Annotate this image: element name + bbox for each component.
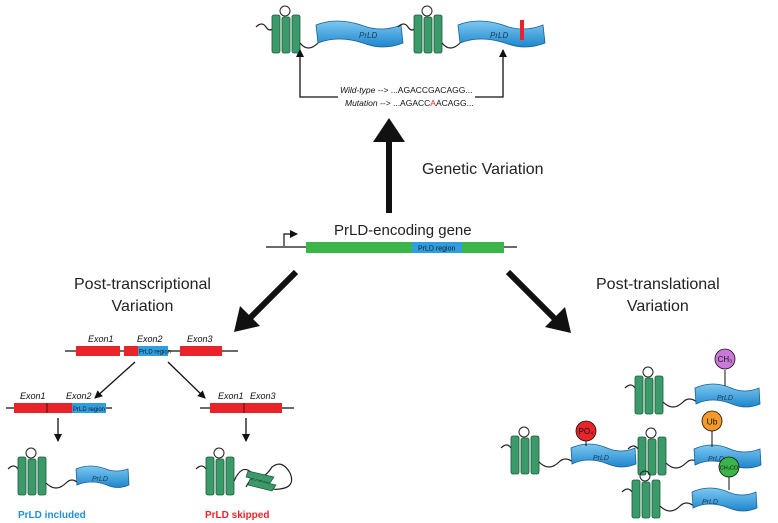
post-transcriptional-line1: Post-transcriptional xyxy=(74,276,211,293)
post-transcriptional-title: Post-transcriptional Variation xyxy=(74,274,211,318)
svg-text:PrLD: PrLD xyxy=(593,455,609,462)
acetyl-label: CH₃CO xyxy=(720,466,739,472)
arrow-to-mutant xyxy=(475,49,507,98)
caption-prld-skipped: PrLD skipped xyxy=(205,510,270,521)
gene-title: PrLD-encoding gene xyxy=(334,222,472,239)
svg-text:PrLD: PrLD xyxy=(717,395,733,402)
phospho-label: PO₄ xyxy=(579,427,594,436)
arrow-to-skipped xyxy=(167,361,206,399)
protein-acetylated: PrLD xyxy=(621,470,758,519)
skipped-exon1-label: Exon1 xyxy=(218,391,244,401)
mutation-seq: ...AGACCAACAGG... xyxy=(393,98,474,108)
prld-ribbon xyxy=(315,20,404,48)
exon2-prld-label: PrLD region xyxy=(139,350,171,356)
big-arrow-post-transcriptional xyxy=(234,269,299,332)
promoter-arrow xyxy=(283,230,298,246)
genetic-variation-title: Genetic Variation xyxy=(422,161,544,178)
methyl-label: CH₃ xyxy=(718,355,733,364)
included-exon1-label: Exon1 xyxy=(20,391,46,401)
post-translational-title: Post-translational Variation xyxy=(596,274,720,318)
exon3-block xyxy=(180,346,222,356)
exon1-label: Exon1 xyxy=(88,334,114,344)
prld-region-label: PrLD region xyxy=(418,246,455,253)
mutation-seq-prefix: ...AGACC xyxy=(392,98,431,108)
protein-prld-skipped xyxy=(195,447,293,496)
prld-region xyxy=(412,242,462,253)
wildtype-seq: ...AGACCGACAGG... xyxy=(390,85,473,95)
arrow-to-included xyxy=(94,361,136,399)
caption-prld-included: PrLD included xyxy=(18,510,86,521)
helix-bundle xyxy=(255,5,319,54)
mrna-skipped xyxy=(200,403,294,413)
post-translational-line2: Variation xyxy=(626,298,689,315)
sequence-mutation-row: Mutation --> ...AGACCAACAGG... xyxy=(345,98,474,108)
exon2-prld xyxy=(138,346,168,356)
mrna-included: PrLD region xyxy=(6,403,112,413)
gene-body xyxy=(306,242,504,253)
skipped-exon3-label: Exon3 xyxy=(250,391,276,401)
ubiquitin-badge xyxy=(701,410,723,432)
exon1-block xyxy=(76,346,120,356)
helix-bundle xyxy=(397,5,461,54)
sequence-wildtype-row: Wild-type --> ...AGACCGACAGG... xyxy=(340,85,472,95)
mutation-site xyxy=(520,20,524,40)
arrow-to-wildtype xyxy=(296,49,338,98)
post-translational-line1: Post-translational xyxy=(596,276,720,293)
svg-text:PrLD: PrLD xyxy=(702,499,718,506)
big-arrow-post-translational xyxy=(505,269,571,333)
gene-diagram: PrLD region xyxy=(266,230,517,253)
protein-prld-included: PrLD xyxy=(7,447,130,496)
protein-methylated: PrLD xyxy=(624,366,761,415)
prld-ribbon-label: PrLD xyxy=(490,31,508,40)
wildtype-label: Wild-type --> xyxy=(340,85,389,95)
protein-wildtype-top: PrLD xyxy=(255,5,404,54)
phospho-badge xyxy=(575,420,597,442)
svg-text:PrLD: PrLD xyxy=(92,476,108,483)
mutation-seq-suffix: ACAGG... xyxy=(435,98,474,108)
methyl-badge xyxy=(714,348,736,370)
prld-ribbon xyxy=(457,20,546,48)
acetyl-badge xyxy=(718,456,740,478)
prld-ribbon-label: PrLD xyxy=(359,31,377,40)
exon3-label: Exon3 xyxy=(187,334,213,344)
ubiquitin-label: Ub xyxy=(707,417,718,427)
protein-mutant-top: PrLD xyxy=(397,5,546,54)
included-exon2-label: Exon2 xyxy=(66,391,92,401)
exon-gene: PrLD region xyxy=(65,346,238,356)
included-prld-label: PrLD region xyxy=(73,407,105,413)
protein-ubiquitinated: PrLD xyxy=(627,427,762,476)
protein-phosphorylated: PrLD xyxy=(500,426,637,475)
exon2-label: Exon2 xyxy=(137,334,163,344)
mutation-label: Mutation --> xyxy=(345,98,391,108)
big-arrow-genetic xyxy=(373,118,405,213)
mutation-base: A xyxy=(430,98,436,108)
svg-text:PrLD: PrLD xyxy=(708,456,724,463)
post-transcriptional-line2: Variation xyxy=(111,298,174,315)
